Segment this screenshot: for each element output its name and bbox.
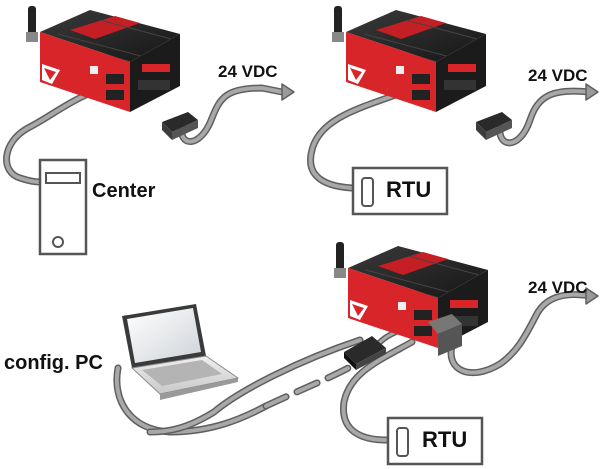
label-config-pc: config. PC <box>4 352 103 374</box>
laptop-icon <box>122 304 240 400</box>
usb-serial-adapter-icon <box>344 336 386 370</box>
rtu-box-top <box>351 166 449 216</box>
power-connector-icon <box>476 112 512 140</box>
label-24vdc-top-right: 24 VDC <box>528 66 588 85</box>
router-device-icon <box>331 5 487 113</box>
label-24vdc-bottom: 24 VDC <box>528 278 588 297</box>
rtu-box-bottom <box>386 416 484 466</box>
router-device-icon <box>25 5 181 113</box>
label-24vdc-top-left: 24 VDC <box>218 62 278 81</box>
label-rtu-bottom: RTU <box>422 427 468 452</box>
power-connector-icon <box>162 112 198 140</box>
cables <box>3 83 599 444</box>
label-center: Center <box>92 180 156 202</box>
router-device-icon <box>333 241 489 349</box>
label-rtu-top: RTU <box>386 177 432 202</box>
serial-connector-icon <box>428 314 462 356</box>
server-tower-icon <box>38 158 88 256</box>
